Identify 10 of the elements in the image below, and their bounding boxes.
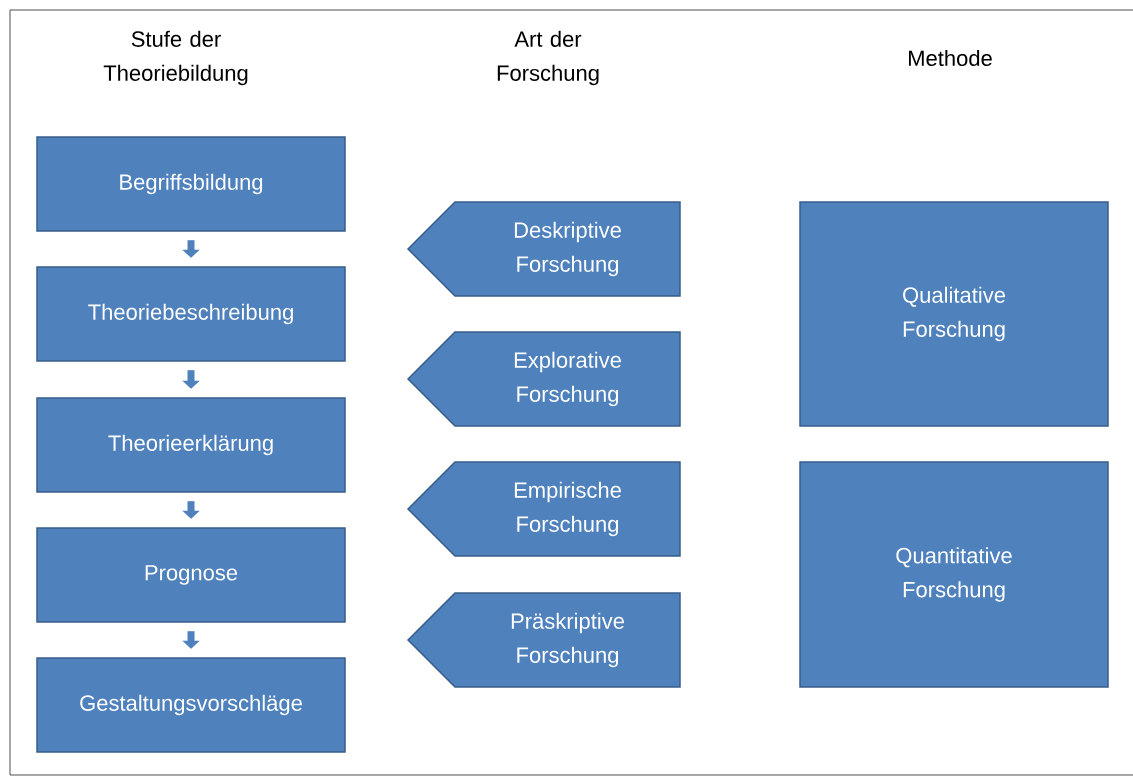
process-box: Theorieerklärung [36,397,346,493]
column-heading: Art der Forschung [497,30,599,86]
column-heading: Stufe der Theoriebildung [103,30,248,86]
process-box: Theoriebeschreibung [36,266,346,362]
process-box: Begriffsbildung [36,136,346,232]
process-box: Quantitative Forschung [799,461,1109,688]
process-box: Qualitative Forschung [799,201,1109,427]
process-box: Prognose [36,527,346,623]
process-box: Gestaltungsvorschläge [36,657,346,753]
column-heading: Methode [909,49,992,67]
